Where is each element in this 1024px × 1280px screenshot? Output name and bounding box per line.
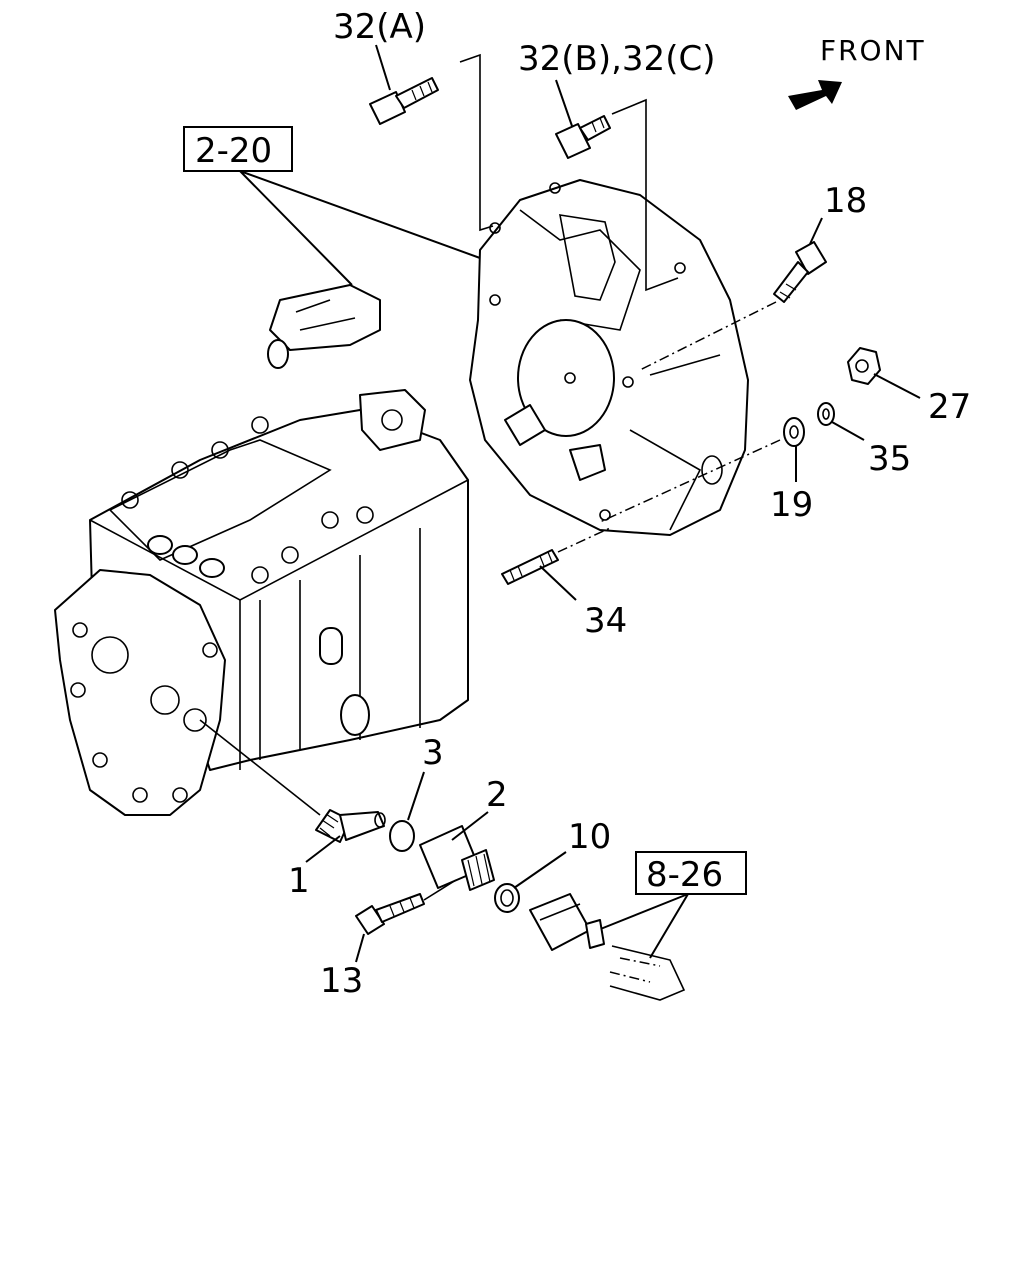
callout-3: 3 <box>407 733 444 821</box>
front-direction-indicator: FRONT <box>788 34 926 110</box>
callout-2: 2 <box>451 775 508 841</box>
callout-2-label: 2 <box>486 775 508 815</box>
callout-18-label: 18 <box>824 181 867 221</box>
ref-box-8-26-label: 8-26 <box>646 855 723 895</box>
part-32bc-bolt <box>555 115 611 159</box>
callout-35-label: 35 <box>868 439 911 479</box>
callout-32bc-label: 32(B),32(C) <box>518 39 715 79</box>
callout-18: 18 <box>809 181 867 245</box>
part-2-sleeve <box>419 825 495 891</box>
callout-32a: 32(A) <box>333 7 426 91</box>
callout-13: 13 <box>320 933 365 1001</box>
part-19-washer <box>783 417 805 447</box>
callout-13-label: 13 <box>320 961 363 1001</box>
callout-1-label: 1 <box>288 861 310 901</box>
callout-27: 27 <box>873 373 971 427</box>
callout-32a-label: 32(A) <box>333 7 426 47</box>
part-32a-bolt <box>369 77 439 125</box>
ref-box-8-26[interactable]: 8-26 <box>635 851 747 895</box>
callout-19: 19 <box>770 446 813 525</box>
front-arrow-icon <box>788 80 842 110</box>
part-27-nut <box>847 347 881 385</box>
ref-box-2-20[interactable]: 2-20 <box>183 126 293 172</box>
callout-10: 10 <box>513 817 611 889</box>
callout-34: 34 <box>539 565 627 641</box>
callout-3-label: 3 <box>422 733 444 773</box>
flywheel-housing <box>469 179 749 536</box>
callout-10-label: 10 <box>568 817 611 857</box>
callout-27-label: 27 <box>928 387 971 427</box>
part-13-bolt <box>355 893 425 935</box>
callout-34-label: 34 <box>584 601 627 641</box>
part-1-shaft <box>315 809 386 843</box>
callout-1: 1 <box>288 835 341 901</box>
part-34-stud <box>501 549 559 585</box>
transmission-case <box>54 284 469 816</box>
part-10-seal <box>494 883 520 913</box>
callout-19-label: 19 <box>770 485 813 525</box>
ref-box-2-20-label: 2-20 <box>195 131 272 171</box>
part-3-o-ring <box>389 820 415 852</box>
callout-35: 35 <box>831 421 911 479</box>
part-35-washer <box>817 402 835 426</box>
front-label: FRONT <box>820 34 926 67</box>
callout-32bc: 32(B),32(C) <box>518 39 715 127</box>
speed-sensor <box>529 893 686 1001</box>
part-18-bolt <box>773 241 827 303</box>
